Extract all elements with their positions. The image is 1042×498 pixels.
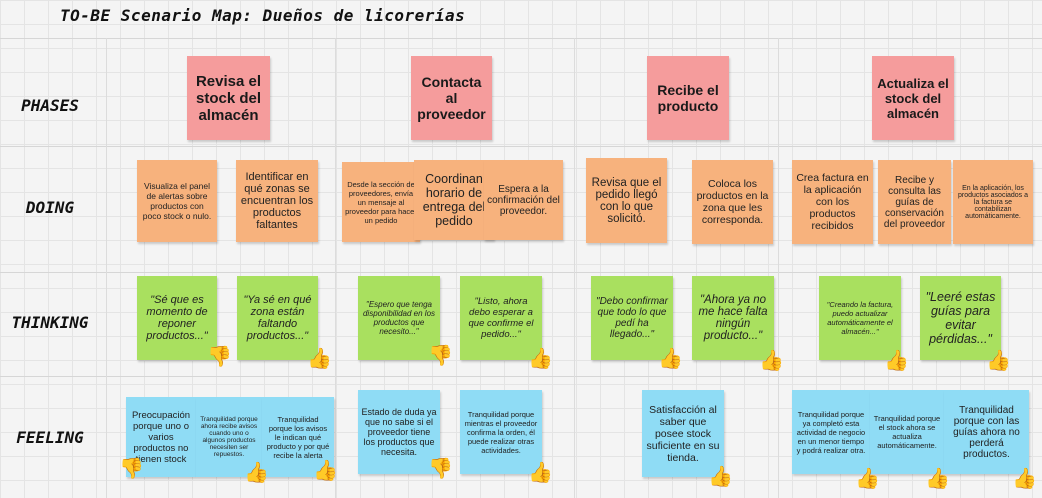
doing-note[interactable]: En la aplicación, los productos asociado… (953, 160, 1033, 244)
thumbs-up-icon: 👍 (925, 466, 950, 490)
phase-note[interactable]: Recibe el producto (647, 56, 729, 140)
feeling-note[interactable]: Tranquilidad porque los avisos le indica… (262, 397, 334, 477)
doing-note[interactable]: Visualiza el panel de alertas sobre prod… (137, 160, 217, 242)
thumbs-up-icon: 👍 (244, 460, 269, 484)
phase-note[interactable]: Actualiza el stock del almacén (872, 56, 954, 140)
feeling-note[interactable]: Satisfacción al saber que posee stock su… (642, 390, 724, 477)
thumbs-up-icon: 👍 (313, 458, 338, 482)
row-divider (0, 146, 1042, 147)
thumbs-up-icon: 👍 (658, 346, 683, 370)
thumbs-down-icon: 👎 (119, 456, 144, 480)
thumbs-up-icon: 👍 (986, 348, 1011, 372)
thinking-note[interactable]: "Creando la factura, puedo actualizar au… (819, 276, 901, 360)
thumbs-up-icon: 👍 (528, 346, 553, 370)
row-label-doing: DOING (25, 198, 75, 217)
feeling-note[interactable]: Estado de duda ya que no sabe si el prov… (358, 390, 440, 474)
thumbs-up-icon: 👍 (884, 348, 909, 372)
thinking-note[interactable]: "Ahora ya no me hace falta ningún produc… (692, 276, 774, 360)
doing-note[interactable]: Espera a la confirmación del proveedor. (484, 160, 563, 240)
feeling-note[interactable]: Tranquilidad porque ahora recibe avisos … (196, 397, 262, 477)
doing-note[interactable]: Coordinan horario de entrega del pedido (414, 160, 494, 240)
column-divider (574, 38, 575, 498)
thumbs-up-icon: 👍 (855, 466, 880, 490)
page-title: TO-BE Scenario Map: Dueños de licorerías (60, 6, 466, 25)
doing-note[interactable]: Desde la sección de proveedores, envía u… (342, 162, 420, 242)
thumbs-up-icon: 👍 (307, 346, 332, 370)
feeling-note[interactable]: Tranquilidad porque ya completó esta act… (792, 390, 870, 474)
thinking-note[interactable]: "Debo confirmar que todo lo que pedí ha … (591, 276, 673, 360)
feeling-note[interactable]: Tranquilidad porque mientras el proveedo… (460, 390, 542, 474)
thumbs-up-icon: 👍 (708, 464, 733, 488)
doing-note[interactable]: Coloca los productos en la zona que les … (692, 160, 773, 244)
column-divider (106, 38, 107, 498)
feeling-note[interactable]: Tranquilidad porque el stock ahora se ac… (870, 390, 944, 474)
row-label-feeling: FEELING (16, 428, 84, 447)
phase-note[interactable]: Contacta al proveedor (411, 56, 492, 140)
column-divider (778, 38, 779, 498)
thinking-note[interactable]: "Leeré estas guías para evitar pérdidas.… (920, 276, 1001, 360)
doing-note[interactable]: Revisa que el pedido llegó con lo que so… (586, 158, 667, 243)
feeling-note[interactable]: Preocupación porque uno o varios product… (126, 397, 196, 477)
feeling-note[interactable]: Tranquilidad porque con las guías ahora … (944, 390, 1029, 474)
doing-note[interactable]: Crea factura en la aplicación con los pr… (792, 160, 873, 244)
thumbs-up-icon: 👍 (1012, 466, 1037, 490)
thinking-note[interactable]: "Listo, ahora debo esperar a que confirm… (460, 276, 542, 360)
phase-note[interactable]: Revisa el stock del almacén (187, 56, 270, 140)
thumbs-up-icon: 👍 (759, 348, 784, 372)
row-label-phases: PHASES (21, 96, 79, 115)
thumbs-down-icon: 👎 (428, 456, 453, 480)
thinking-note[interactable]: "Espero que tenga disponibilidad en los … (358, 276, 440, 360)
thumbs-up-icon: 👍 (528, 460, 553, 484)
doing-note[interactable]: Identificar en qué zonas se encuentran l… (236, 160, 318, 242)
doing-note[interactable]: Recibe y consulta las guías de conservac… (878, 160, 951, 244)
row-divider (0, 376, 1042, 377)
thumbs-down-icon: 👎 (207, 344, 232, 368)
column-divider (335, 38, 336, 498)
row-label-thinking: THINKING (11, 313, 89, 332)
thinking-note[interactable]: "Ya sé en qué zona están faltando produc… (237, 276, 318, 360)
thumbs-down-icon: 👎 (428, 343, 453, 367)
thinking-note[interactable]: "Sé que es momento de reponer productos.… (137, 276, 217, 360)
row-divider (0, 38, 1042, 39)
row-divider (0, 272, 1042, 273)
